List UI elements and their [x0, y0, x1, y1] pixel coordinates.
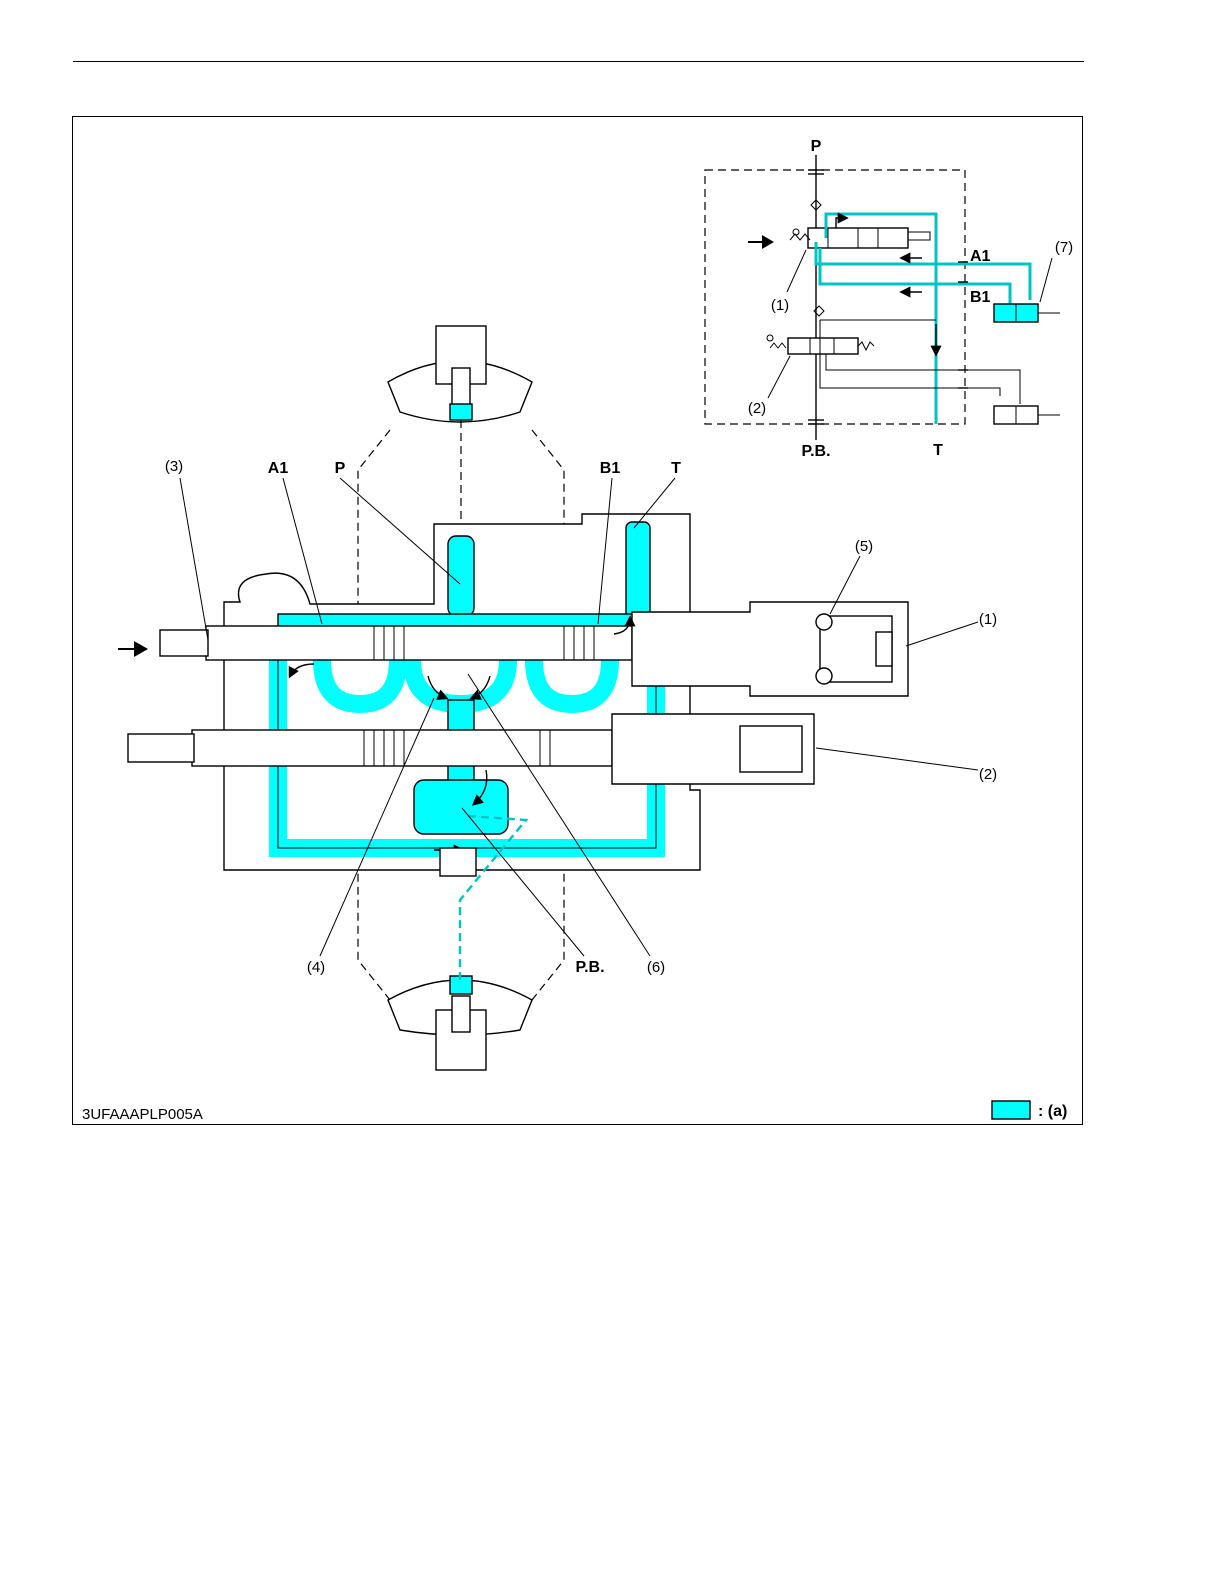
schematic-callout-7: (7)	[1055, 239, 1073, 256]
callout-2: (2)	[979, 766, 997, 783]
spool-lower	[192, 730, 612, 766]
schematic-port-p: P	[811, 138, 822, 155]
schematic-port-a1: A1	[970, 248, 991, 265]
schematic-port-b1: B1	[970, 289, 991, 306]
pressure-port-passage	[448, 536, 474, 616]
port-t-label: T	[671, 460, 681, 477]
arrow-right-icon	[748, 235, 774, 249]
spool-3	[206, 626, 632, 660]
upper-lever-handle	[388, 326, 532, 540]
legend-label: : (a)	[1038, 1103, 1067, 1120]
schematic-inset: P A1 B1 P.B. T (7) (1) (2)	[705, 138, 1073, 460]
schematic-port-pb: P.B.	[801, 443, 830, 460]
figure-code: 3UFAAAPLP005A	[82, 1106, 203, 1123]
port-a1-label: A1	[268, 460, 289, 477]
schematic-boundary	[705, 170, 965, 424]
flow-a1-line	[816, 242, 1030, 300]
callout-3: (3)	[165, 458, 183, 475]
callout-6: (6)	[647, 959, 665, 976]
schematic-port-t: T	[933, 442, 943, 459]
power-beyond-chamber	[414, 780, 508, 834]
port-p-label: P	[335, 460, 346, 477]
arrow-right-icon	[118, 641, 148, 657]
arrow-up-right-icon	[836, 218, 846, 228]
spool-2-symbol	[788, 338, 858, 354]
port-pb-label: P.B.	[575, 959, 604, 976]
schematic-callout-2: (2)	[748, 400, 766, 417]
lower-lever-handle	[388, 976, 532, 1070]
callout-4: (4)	[307, 959, 325, 976]
legend-swatch	[992, 1101, 1030, 1119]
schematic-callout-1: (1)	[771, 297, 789, 314]
callout-1: (1)	[979, 611, 997, 628]
port-b1-label: B1	[600, 460, 621, 477]
detent-ball-5	[816, 614, 832, 630]
callout-5: (5)	[855, 538, 873, 555]
valve-section-view: (3) A1 P B1 T (5) (1) (2) (4) P.B. (6)	[118, 326, 997, 1070]
